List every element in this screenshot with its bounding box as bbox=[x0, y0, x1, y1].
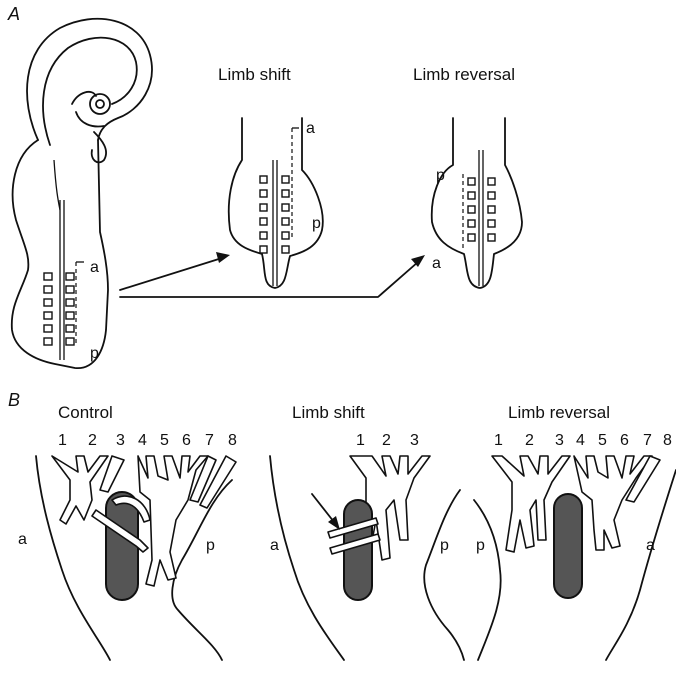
svg-text:3: 3 bbox=[410, 432, 419, 449]
embryo-drawing bbox=[12, 19, 152, 368]
limb-reversal-b-label-a: a bbox=[646, 537, 655, 554]
limb-reversal-a-title: Limb reversal bbox=[413, 65, 515, 84]
svg-text:4: 4 bbox=[576, 432, 585, 449]
svg-text:5: 5 bbox=[598, 432, 607, 449]
limb-shift-a-title: Limb shift bbox=[218, 65, 291, 84]
embryo-label-a: a bbox=[90, 259, 99, 276]
control-label-p: p bbox=[206, 537, 215, 554]
limb-shift-b-diagram bbox=[270, 456, 464, 660]
limb-reversal-a-diagram bbox=[432, 118, 522, 288]
panel-a-letter: A bbox=[7, 4, 20, 24]
svg-text:1: 1 bbox=[356, 432, 365, 449]
control-title: Control bbox=[58, 403, 113, 422]
svg-text:8: 8 bbox=[228, 432, 237, 449]
svg-text:2: 2 bbox=[382, 432, 391, 449]
limb-shift-b-label-p: p bbox=[440, 537, 449, 554]
limb-shift-b-numbers: 1 2 3 6 bbox=[356, 432, 419, 449]
limb-shift-a-label-a: a bbox=[306, 120, 315, 137]
limb-shift-a-diagram bbox=[229, 118, 323, 288]
limb-reversal-b-title: Limb reversal bbox=[508, 403, 610, 422]
limb-reversal-a-label-a: a bbox=[432, 255, 441, 272]
limb-reversal-b-diagram bbox=[474, 456, 676, 660]
control-humerus-bone bbox=[106, 492, 138, 600]
panel-b-letter: B bbox=[8, 390, 20, 410]
svg-text:1: 1 bbox=[494, 432, 503, 449]
svg-text:4: 4 bbox=[138, 432, 147, 449]
svg-text:8: 8 bbox=[663, 432, 672, 449]
control-label-a: a bbox=[18, 531, 27, 548]
limb-shift-b-title: Limb shift bbox=[292, 403, 365, 422]
svg-text:2: 2 bbox=[525, 432, 534, 449]
svg-text:3: 3 bbox=[116, 432, 125, 449]
limb-reversal-a-label-p: p bbox=[436, 167, 445, 184]
svg-text:1: 1 bbox=[58, 432, 67, 449]
svg-text:7: 7 bbox=[643, 432, 652, 449]
svg-text:2: 2 bbox=[88, 432, 97, 449]
limb-reversal-b-label-p: p bbox=[476, 537, 485, 554]
svg-text:6: 6 bbox=[182, 432, 191, 449]
embryo-label-p: p bbox=[90, 345, 99, 362]
limb-shift-b-label-a: a bbox=[270, 537, 279, 554]
svg-text:5: 5 bbox=[160, 432, 169, 449]
limb-reversal-b-numbers: 1 2 3 4 5 6 7 8 bbox=[494, 432, 672, 449]
control-numbers: 1 2 3 4 5 6 7 8 bbox=[58, 432, 237, 449]
limb-reversal-humerus-bone bbox=[554, 494, 582, 598]
svg-text:6: 6 bbox=[620, 432, 629, 449]
limb-shift-a-label-p: p bbox=[312, 215, 321, 232]
svg-text:7: 7 bbox=[205, 432, 214, 449]
embryo-somites bbox=[44, 273, 74, 345]
svg-text:3: 3 bbox=[555, 432, 564, 449]
control-diagram bbox=[36, 456, 236, 660]
